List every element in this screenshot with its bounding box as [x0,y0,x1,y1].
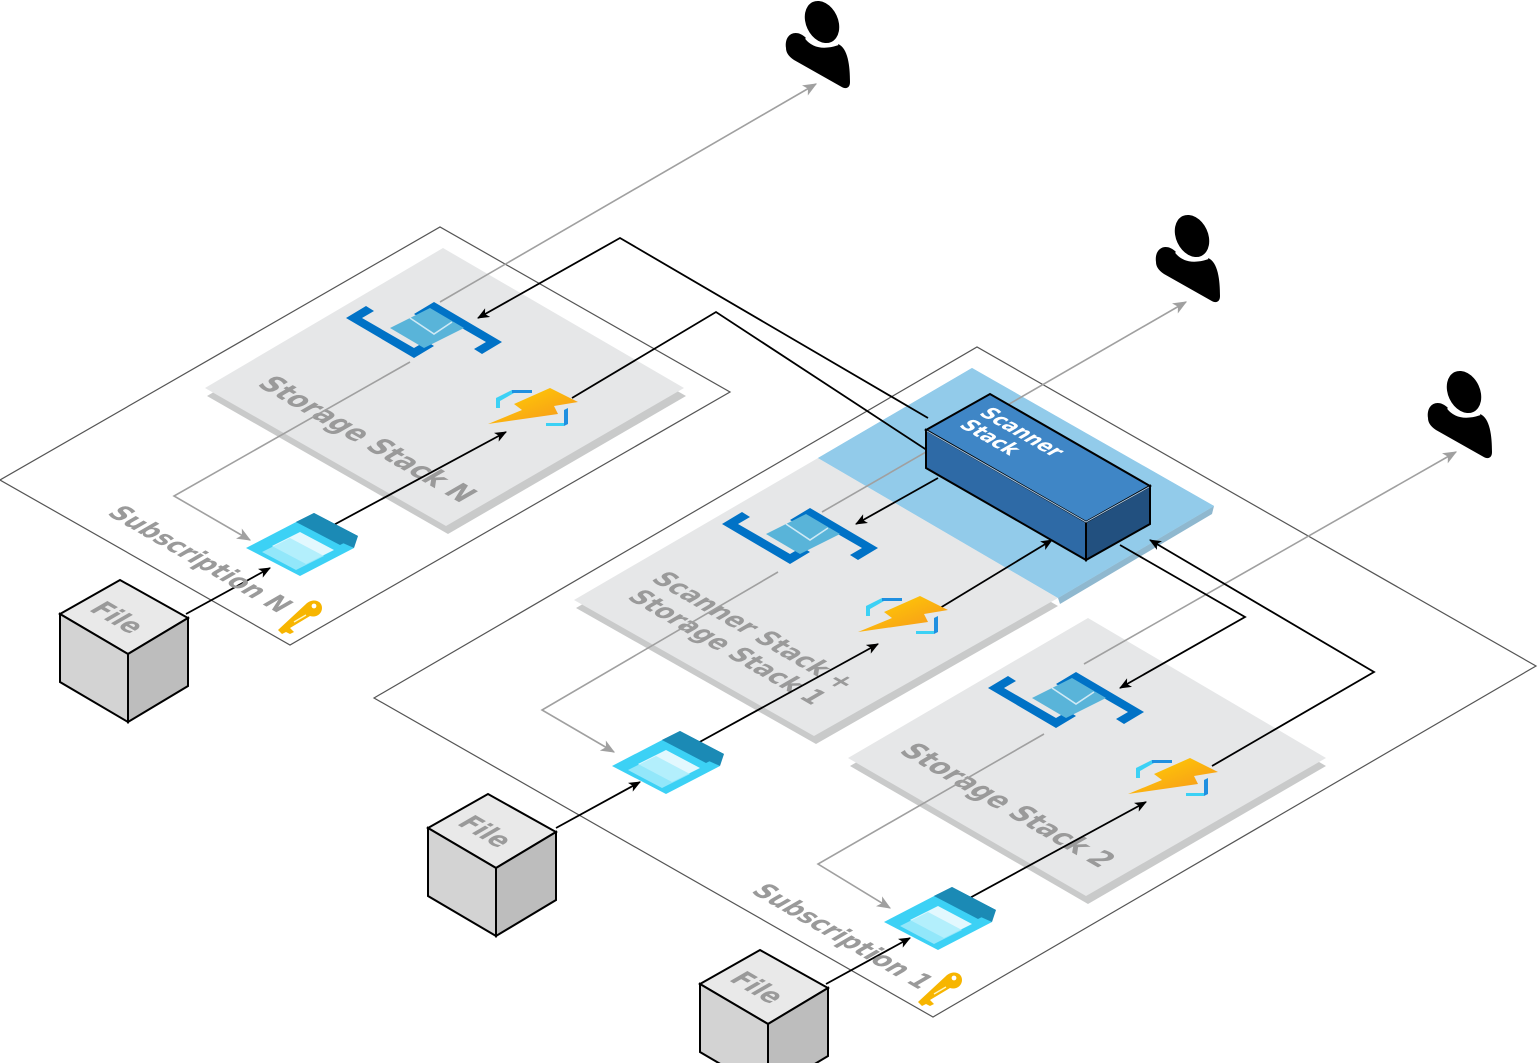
file-cube[interactable]: File [427,793,557,937]
subscription-1-boundary [372,346,1538,1018]
flow-scanner-to-queue-n [477,236,929,419]
storage-blob-icon[interactable] [246,513,358,576]
file-cube[interactable]: File [59,579,189,723]
flow-queue-n-to-storage-n [172,361,411,541]
user-icon [1154,208,1222,304]
flow-queue-n-to-user-1 [439,83,818,303]
file-cube[interactable]: File [699,949,829,1063]
flow-file-n-to-storage-n [185,567,271,615]
flow-storage-2-to-function-2 [965,801,1147,901]
flow-file-2-to-storage-2 [825,937,911,985]
flow-storage-1-to-function-1 [695,643,879,745]
storage-blob-icon[interactable] [612,731,724,794]
subscription-n-boundary [0,226,732,646]
storage-stack-n-plate [205,248,686,534]
user-icon [784,0,852,90]
flow-queue-2-to-user-3 [1083,451,1458,665]
storage-blob-icon[interactable] [884,887,996,950]
flow-storage-n-to-function-n [327,431,507,529]
user-icon [1426,364,1494,460]
flow-queue-2-to-storage-2 [816,733,1045,909]
flow-queue-1-to-storage-1 [540,571,779,753]
flow-file-1-to-storage-1 [555,781,641,829]
flow-function-2-to-scanner [1149,539,1376,767]
flow-scanner-to-queue-2 [1119,544,1247,689]
storage-stack-2-plate [848,618,1326,904]
scanner-stack-box[interactable] [923,392,1153,562]
flow-scanner-to-queue-1 [855,477,939,525]
flow-function-1-to-scanner [939,539,1053,609]
